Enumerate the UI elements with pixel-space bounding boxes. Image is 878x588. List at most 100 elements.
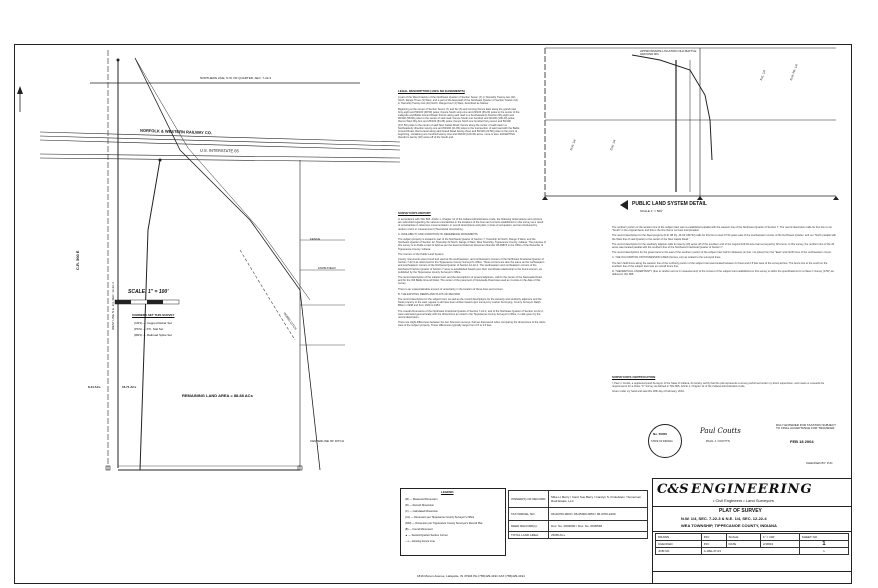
legal-description-para: A part of the West Fraction of the North… <box>398 96 518 106</box>
job-label: JOB NO. <box>655 547 702 555</box>
table-row: TOTAL LAND AREA: 28.88 AC+ <box>507 531 648 539</box>
table-row: DRAWN PJC SCALE 1" = 100' SHEET NO. <box>655 533 850 541</box>
legal-description-title: LEGAL DESCRIPTION (100% NO EASEMENTS) <box>398 89 465 93</box>
date-value: 2/18/04 <box>759 540 800 548</box>
legal-description-body: A part of the West Fraction of the North… <box>398 96 520 192</box>
surveyors-report-title: SURVEYOR'S REPORT <box>398 211 431 215</box>
plat-title: PLAT OF SURVEY <box>719 508 762 514</box>
report-para: County monuments were found and used at … <box>398 258 545 274</box>
company-services: • Civil Engineers • Land Surveyors <box>713 498 774 503</box>
certification-body: I, Paul J. Coutts, a registered Land Sur… <box>612 382 838 404</box>
surveyor-signature: Paul Coutts <box>700 427 741 435</box>
report-para: The farm field fence along the western l… <box>612 261 828 268</box>
owner-value: Mike H. Barry / Carol Sue Barry / Caroly… <box>548 490 648 508</box>
legend-item: (Co) — Dimension per Tippecanoe County S… <box>405 516 475 519</box>
report-para: There are slight differences between the… <box>398 321 546 328</box>
plat-subtitle-2: WEA TOWNSHIP, TIPPECANOE COUNTY, INDIANA <box>681 523 777 528</box>
company-initials: C&S <box>657 482 689 497</box>
remaining-area-label: REMAINING LAND AREA = 88.88 ACs <box>182 393 253 398</box>
date-label: DATE <box>725 540 761 548</box>
surveyor-name: PAUL J. COUTTS <box>706 439 730 443</box>
surveyors-report-body: In accordance with Title 865, Article 1,… <box>398 218 546 480</box>
legend-item: (R) — Record Dimension <box>405 504 434 507</box>
surveyor-seal: No. 50050 STATE OF INDIANA <box>648 424 682 458</box>
corners-legend-item: (CRS) — Capped Rebar Set <box>134 321 172 325</box>
corners-legend-title: CORNERS SET THIS SURVEY <box>132 313 175 317</box>
report-para: D. THEORETICAL UNCERTAINTY (due to rando… <box>612 270 834 277</box>
seal-reg-no: No. 50050 <box>653 432 668 436</box>
legend-item: —x— Existing Fence Line <box>405 540 435 543</box>
report-heading: B. THE EXISTING DEEDS AND PLATS OF RECOR… <box>398 292 460 296</box>
report-heading: A. AVAILABILITY AND CONDITION OF REFEREN… <box>398 232 478 236</box>
center-line-label: CENTERLINE OF DITCH <box>310 439 345 443</box>
report-para: The record description for the southerly… <box>612 242 835 250</box>
parcel-value: 96-00700-0000 / 96-05000-0050 / 96-0700-… <box>548 507 648 521</box>
report-para: The record descriptions for the great tr… <box>612 251 832 255</box>
checked-label: CHECKED <box>655 540 702 548</box>
legend-item: (B) — Found Monument <box>405 528 433 531</box>
left-area-label: 8.44 ACs <box>88 385 101 389</box>
certification-text: I, Paul J. Coutts, a registered Land Sur… <box>612 382 825 389</box>
legend-title: LEGEND <box>441 490 454 494</box>
report-para: There is an unascertainable amount of un… <box>398 287 504 291</box>
table-row: CHECKED PJC DATE 2/18/04 1 <box>655 540 850 548</box>
west-line-label: WEST LINE N.E. 1/4, SEC. 12-22-4 <box>111 282 115 330</box>
report-para: The record description of the subject tr… <box>398 276 543 286</box>
report-para: The record description for the Steel pro… <box>612 234 837 241</box>
sheet-number: 1 <box>822 541 826 547</box>
scale-label: SCALE: 1" = 100' <box>128 289 169 295</box>
report-heading: The Corners of the Public Land System: <box>398 252 444 256</box>
legend-item: ▲ — Section/Quarter Section Corner <box>405 534 448 537</box>
seal-state: STATE OF INDIANA <box>651 440 673 443</box>
company-address: 1816 Monon Avenue, Lafayette, IN 47904 P… <box>417 574 525 578</box>
drawn-value: PJC <box>700 533 727 541</box>
legend-item: (C) — Calculated Dimension <box>405 510 438 513</box>
sheet-no-label: SHEET NO. <box>798 533 850 541</box>
deed-label: DEED RECORD(s): <box>507 520 550 532</box>
owner-label: OWNER(S) OF RECORD: <box>507 490 550 508</box>
date-stamp: FEB 18 2004 <box>790 439 814 444</box>
table-row: DEED RECORD(s): Doc. No. 0002090 / Doc. … <box>507 520 648 532</box>
mid-area-label: 16.71 ACs <box>122 385 137 389</box>
legend-box: LEGEND (M) — Measured Dimension (R) — Re… <box>400 488 506 556</box>
job-value: A-WEL37-03 <box>700 547 800 555</box>
plss-detail-scale: SCALE 1" = 500' <box>640 209 663 213</box>
table-row: OWNER(S) OF RECORD: Mike H. Barry / Caro… <box>507 490 648 508</box>
drawing-border <box>14 44 852 584</box>
plss-approx-location: APPROXIMATE LOCATION OLD BATTLE GROUND R… <box>640 49 697 56</box>
sheet-info-table: DRAWN PJC SCALE 1" = 100' SHEET NO. CHEC… <box>655 533 850 555</box>
cr500-label: C.R. 500 E <box>75 250 80 270</box>
table-row: JOB NO. A-WEL37-03 1 <box>655 547 850 555</box>
plat-subtitle-1: N.W. 1/4, SEC. 7-22-3 & N.E. 1/4, SEC. 1… <box>681 516 767 521</box>
title-divider <box>653 506 851 507</box>
area-value: 28.88 AC+ <box>548 531 648 539</box>
sheet-of: 1 <box>798 547 850 555</box>
interstate-label: U.S. INTERSTATE 65 <box>199 147 239 154</box>
parcel-label: TAX PARCEL NO: <box>507 507 550 521</box>
northern-line-label: NORTHERN LINE, N.W. FR QUARTER, SEC. 7-2… <box>200 76 272 80</box>
right-report-body: The northern portion of the western line… <box>612 226 838 374</box>
report-heading: C. THE OCCUPATION OR POSSESSION LINES (f… <box>612 256 721 260</box>
title-block: C&S ENGINEERING • Civil Engineers • Land… <box>417 478 852 584</box>
drawn-label: DRAWN <box>655 533 702 541</box>
title-divider <box>653 531 851 532</box>
plss-detail-title: PUBLIC LAND SYSTEM DETAIL <box>632 201 707 207</box>
report-para: The subject property is located in part … <box>398 238 546 251</box>
company-name: ENGINEERING <box>691 482 813 497</box>
checked-stamp: CHECKED BY: PJC <box>806 461 833 465</box>
scale-value: 1" = 100' <box>759 533 800 541</box>
legend-item: (SIM) — Dimension per Tippecanoe County … <box>405 522 483 525</box>
corners-legend-item: (RRS) — Railroad Spike Set <box>134 333 172 337</box>
legend-item: (M) — Measured Dimension <box>405 498 438 501</box>
checked-value: PJC <box>700 540 727 548</box>
report-para: The record description for the subject t… <box>398 298 542 308</box>
sheet-no-value: 1 <box>798 540 850 548</box>
owner-table: OWNER(S) OF RECORD: Mike H. Barry / Caro… <box>507 490 648 539</box>
area-label: TOTAL LAND AREA: <box>507 531 550 539</box>
report-para: The overall dimensions of the Northwest … <box>398 309 544 320</box>
fence-label: FENCE <box>310 237 321 241</box>
taxation-stamp: DULY ENTERED FOR TAXATION SUBJECT TO FIN… <box>776 423 836 430</box>
corners-legend-item: (PKS) — P.K. Nail Set <box>134 327 164 331</box>
